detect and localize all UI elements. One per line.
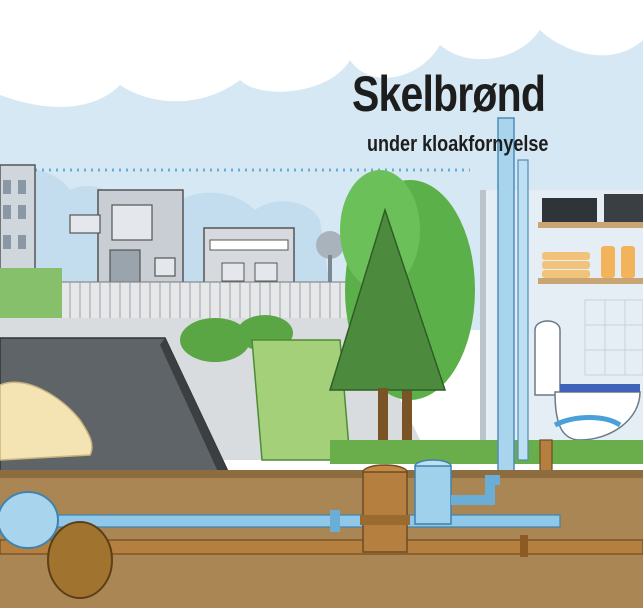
shelves <box>538 194 643 284</box>
sewer-pipes <box>0 491 643 599</box>
building-right <box>203 227 295 286</box>
road-edge <box>160 338 232 498</box>
wall-tiles <box>584 299 643 376</box>
rainwater-well <box>414 459 500 525</box>
wall-edge <box>480 190 486 460</box>
building-left <box>0 164 36 276</box>
clouds <box>0 0 643 107</box>
grass <box>330 440 643 464</box>
page-title: Skelbrønd <box>352 66 546 122</box>
inspection-well <box>360 464 410 553</box>
pine-tree <box>328 207 447 448</box>
fence <box>59 281 361 321</box>
building-middle <box>69 189 184 286</box>
sand-pile <box>0 381 93 461</box>
toilet <box>534 320 641 441</box>
page-subtitle: under kloakfornyelse <box>367 131 549 156</box>
rainwater-pipes <box>497 117 529 479</box>
hedge-left <box>0 268 62 320</box>
bg-tree <box>316 231 344 259</box>
